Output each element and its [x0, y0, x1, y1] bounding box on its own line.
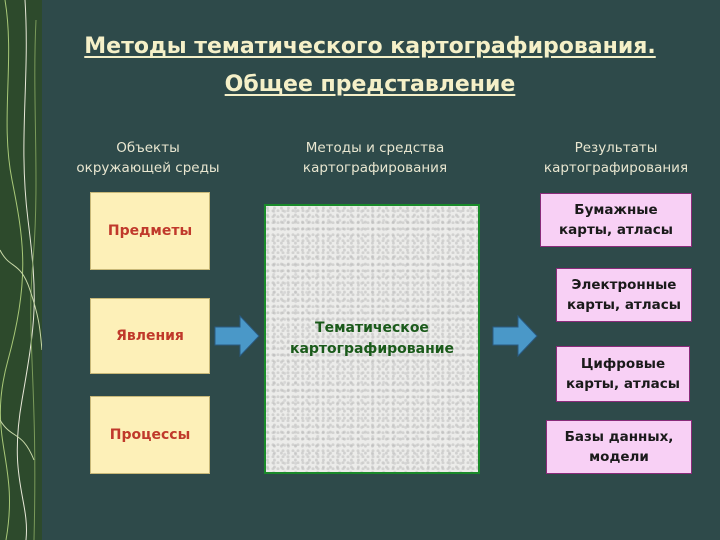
result-digital-line2: карты, атласы	[566, 376, 680, 392]
result-box-databases: Базы данных, модели	[546, 420, 692, 474]
object-box-items: Предметы	[90, 192, 210, 270]
object-box-processes: Процессы	[90, 396, 210, 474]
result-box-electronic-maps: Электронные карты, атласы	[556, 268, 692, 322]
decorative-side-strip	[0, 0, 42, 540]
center-box-line2: картографирование	[289, 341, 455, 357]
column-header-objects-line1: Объекты	[116, 140, 180, 156]
column-header-objects-line2: окружающей среды	[76, 160, 220, 176]
page-title-line1: Методы тематического картографирования.	[84, 34, 656, 59]
object-box-phenomena: Явления	[90, 298, 210, 374]
result-paper-line1: Бумажные	[574, 202, 658, 218]
result-electronic-line2: карты, атласы	[567, 297, 681, 313]
result-box-digital-maps: Цифровые карты, атласы	[556, 346, 690, 402]
result-databases-line1: Базы данных,	[564, 429, 674, 445]
column-header-methods: Методы и средства картографирования	[280, 138, 470, 178]
right-arrow-icon	[214, 315, 260, 357]
result-paper-line2: карты, атласы	[559, 222, 673, 238]
column-header-results: Результаты картографирования	[526, 138, 706, 178]
result-electronic-line1: Электронные	[571, 277, 677, 293]
column-header-methods-line1: Методы и средства	[305, 140, 445, 156]
thematic-mapping-box: Тематическое картографирование	[264, 204, 480, 474]
page-title-line2: Общее представление	[224, 72, 516, 97]
column-header-results-line1: Результаты	[574, 140, 658, 156]
result-digital-line1: Цифровые	[580, 356, 666, 372]
column-header-methods-line2: картографирования	[302, 160, 448, 176]
column-header-results-line2: картографирования	[543, 160, 689, 176]
result-databases-line2: модели	[589, 449, 649, 465]
result-box-paper-maps: Бумажные карты, атласы	[540, 193, 692, 247]
center-box-line1: Тематическое	[315, 320, 429, 336]
right-arrow-icon	[492, 315, 538, 357]
column-header-objects: Объекты окружающей среды	[60, 138, 236, 178]
